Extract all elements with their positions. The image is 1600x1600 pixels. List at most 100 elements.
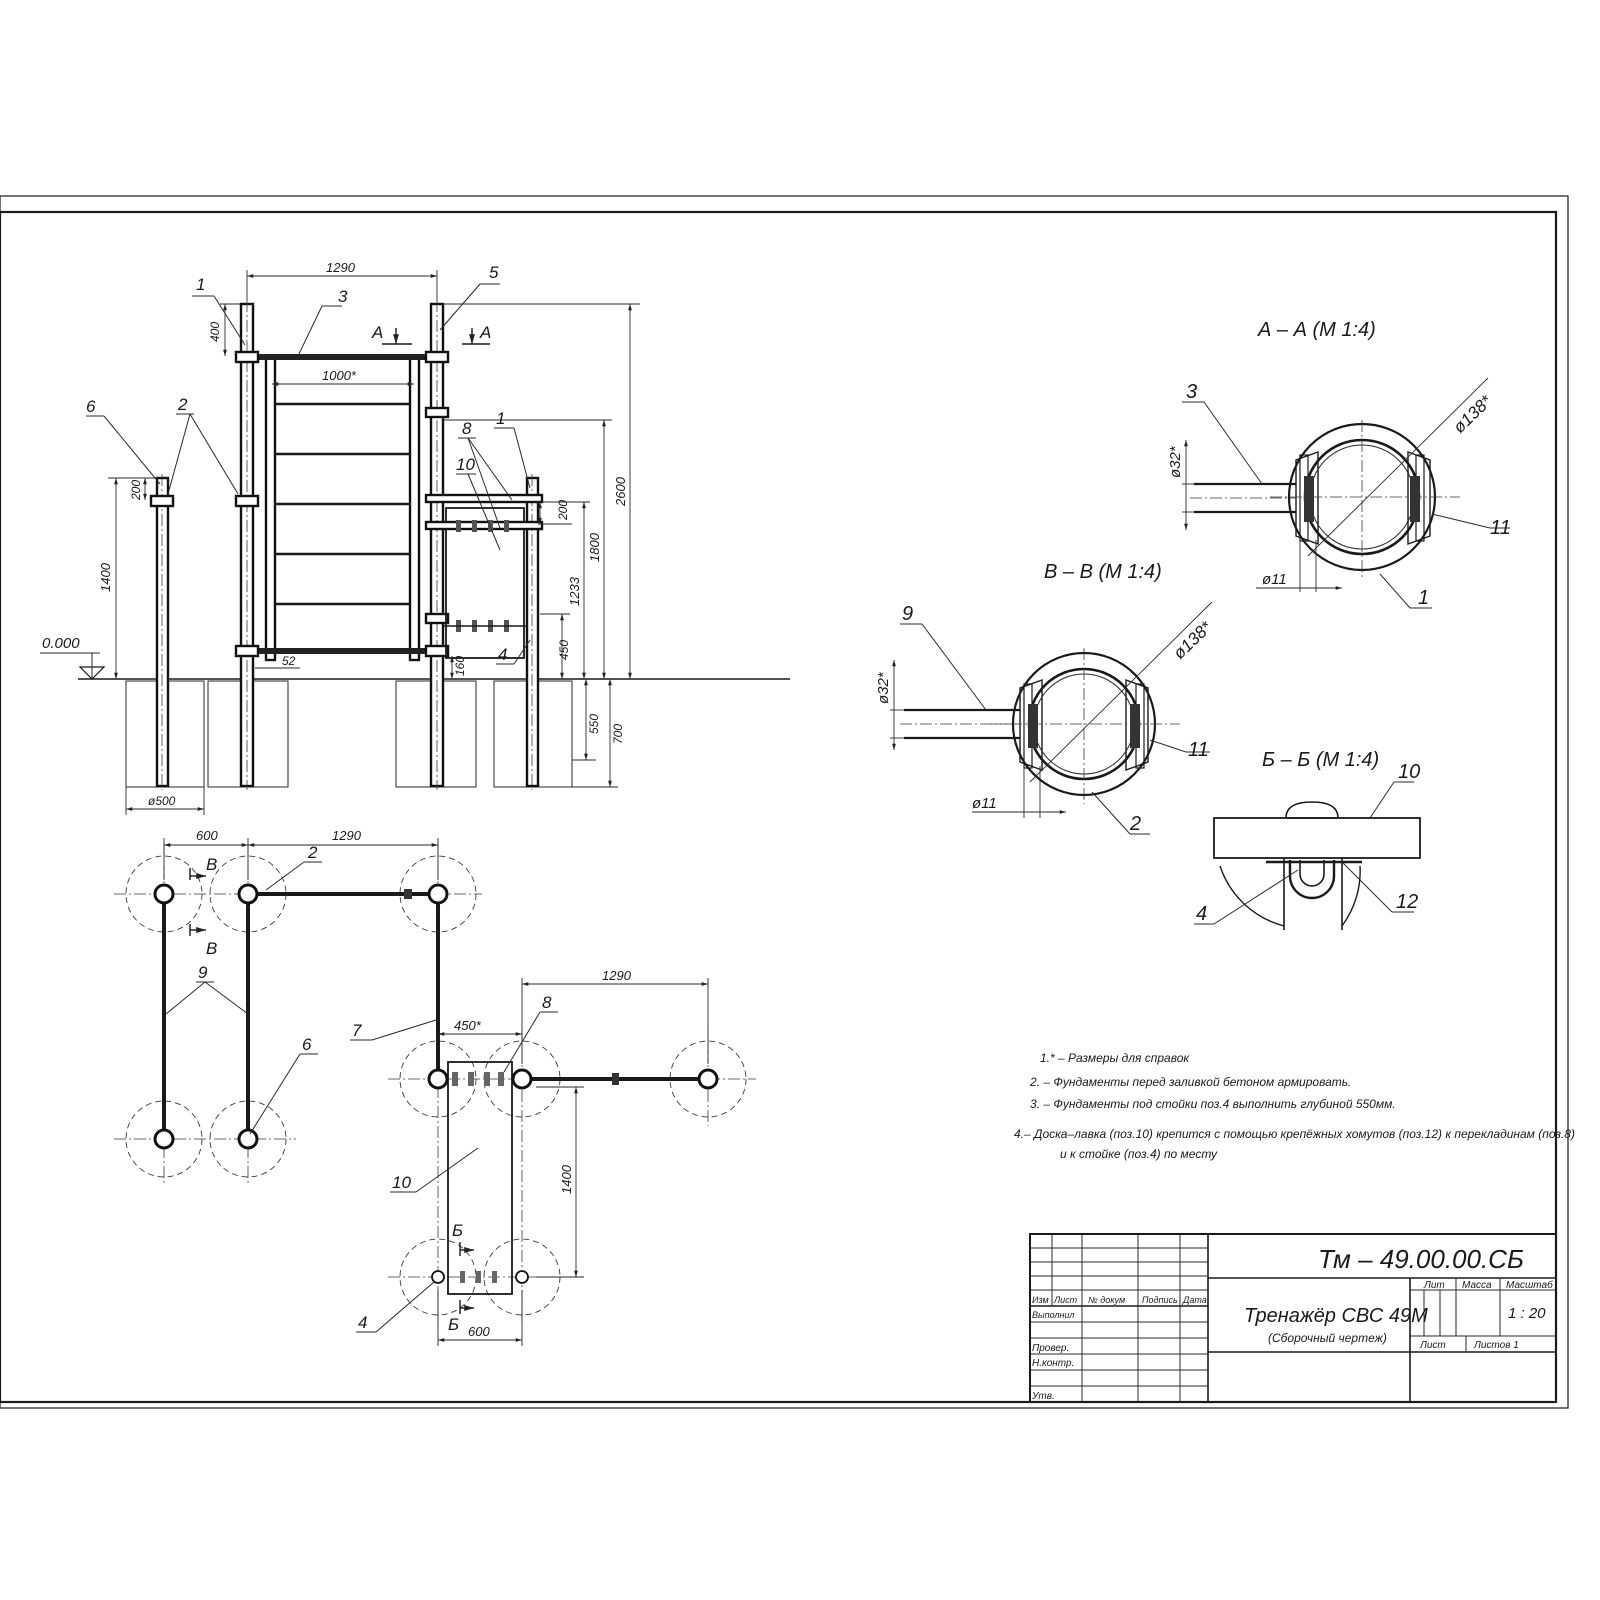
section-bb: Б – Б (М 1:4) 10 4 12 — [1194, 749, 1421, 930]
section-vv: В – В (М 1:4) ø138* ø32* ø11 9 11 2 — [875, 561, 1216, 835]
callout-10: 10 — [456, 455, 475, 474]
tb-row-check: Провер. — [1032, 1343, 1069, 1354]
callout-3: 3 — [338, 287, 348, 306]
aa-callout-11: 11 — [1490, 517, 1511, 539]
plan-callout-8: 8 — [542, 993, 552, 1012]
dim-200: 200 — [129, 480, 143, 501]
ladder-rail-left — [264, 356, 277, 662]
vv-dim-138: ø138* — [1170, 617, 1217, 663]
plan-bench-board — [447, 1061, 513, 1295]
callout-4: 4 — [498, 645, 507, 664]
plan-callout-9: 9 — [198, 963, 208, 982]
section-aa-title: А – А (М 1:4) — [1257, 319, 1376, 341]
dim-700: 700 — [611, 724, 625, 744]
tb-col-izm: Изм — [1032, 1295, 1049, 1305]
vv-callout-9: 9 — [902, 603, 913, 625]
section-vv-title: В – В (М 1:4) — [1044, 561, 1162, 583]
dim-450: 450 — [557, 640, 571, 660]
plan-callout-10: 10 — [392, 1173, 411, 1192]
top-bar-3 — [239, 354, 449, 360]
tb-scale-label: Масштаб — [1506, 1279, 1553, 1291]
tb-sheets: Листов 1 — [1473, 1340, 1519, 1351]
dim-1233: 1233 — [567, 576, 582, 606]
callout-2: 2 — [177, 395, 188, 414]
tb-row-done: Выполнил — [1032, 1310, 1075, 1320]
aa-dim-138: ø138* — [1450, 391, 1497, 437]
callout-1: 1 — [196, 275, 205, 294]
section-mark-b: Б — [448, 1315, 459, 1334]
dim-inner-span: 1000* — [322, 368, 357, 383]
bottom-bar — [239, 648, 449, 654]
inner-frame — [0, 210, 1558, 1404]
note-4: 4.– Доска–лавка (поз.10) крепится с помо… — [1014, 1127, 1575, 1141]
bb-callout-12: 12 — [1396, 891, 1418, 913]
tb-row-norm: Н.контр. — [1032, 1358, 1074, 1369]
note-3: 3. – Фундаменты под стойки поз.4 выполни… — [1030, 1097, 1396, 1111]
notes: 1.* – Размеры для справок 2. – Фундамент… — [1014, 1051, 1575, 1161]
tb-mass: Масса — [1462, 1280, 1492, 1291]
note-1: 1.* – Размеры для справок — [1040, 1051, 1190, 1065]
note-4-cont: и к стойке (поз.4) по месту — [1060, 1147, 1218, 1161]
plan-view: 600 1290 1290 450* 1400 600 В В Б Б 2 — [114, 828, 756, 1346]
tb-scale-value: 1 : 20 — [1508, 1305, 1546, 1322]
section-mark-v: В — [206, 855, 217, 874]
tb-col-sign: Подпись — [1142, 1295, 1178, 1305]
section-mark-a: А — [371, 323, 383, 342]
section-bb-title: Б – Б (М 1:4) — [1262, 749, 1379, 771]
aa-callout-3: 3 — [1186, 381, 1197, 403]
dim-400: 400 — [208, 322, 222, 342]
plan-callout-6: 6 — [302, 1035, 312, 1054]
ladder-rail-right — [408, 356, 421, 662]
section-aa: А – А (М 1:4) ø138* ø32* ø11 3 11 1 — [1167, 319, 1511, 609]
callout-6: 6 — [86, 397, 96, 416]
title-block: Изм Лист № докум Подпись Дата Выполнил П… — [1029, 1233, 1557, 1403]
dim-200b: 200 — [556, 500, 570, 521]
vv-dim-11: ø11 — [972, 795, 997, 812]
plan-callout-7: 7 — [352, 1021, 362, 1040]
plan-dim-1400: 1400 — [559, 1164, 574, 1194]
elevation-view: 0.000 — [40, 260, 790, 815]
post-6 — [155, 476, 170, 788]
plan-dim-450: 450* — [454, 1018, 482, 1033]
tb-col-list: Лист — [1053, 1295, 1078, 1305]
section-mark-v: В — [206, 939, 217, 958]
crossbar-8-upper — [424, 493, 544, 504]
plan-dim-600b: 600 — [468, 1324, 490, 1339]
tb-lit: Лит — [1423, 1280, 1445, 1291]
dim-1800: 1800 — [587, 532, 602, 562]
post-1-right — [525, 476, 540, 788]
drawing-title: Тренажёр СВС 49М — [1244, 1305, 1428, 1327]
crossbar-8-lower — [424, 520, 544, 531]
doc-code: Тм – 49.00.00.СБ — [1318, 1244, 1524, 1274]
callout-8: 8 — [462, 419, 472, 438]
outer-frame — [0, 195, 1569, 1409]
section-mark-a: А — [479, 323, 491, 342]
dim-1400: 1400 — [98, 562, 113, 592]
bb-callout-10: 10 — [1398, 761, 1420, 783]
dim-top-span: 1290 — [326, 260, 356, 275]
tb-sheet: Лист — [1419, 1340, 1446, 1351]
plan-callout-2: 2 — [307, 843, 318, 862]
callout-1b: 1 — [496, 409, 505, 428]
plan-dim-1290b: 1290 — [602, 968, 632, 983]
aa-dim-11: ø11 — [1262, 571, 1287, 588]
vv-dim-32: ø32* — [875, 671, 892, 704]
plan-dim-1290: 1290 — [332, 828, 362, 843]
dim-2600: 2600 — [613, 476, 628, 507]
dim-52: 52 — [282, 654, 296, 668]
vv-callout-2: 2 — [1129, 813, 1141, 835]
tb-row-approve: Утв. — [1031, 1391, 1055, 1402]
plan-callout-4: 4 — [358, 1313, 367, 1332]
aa-callout-1: 1 — [1418, 587, 1429, 609]
level-label: 0.000 — [42, 635, 80, 652]
note-2: 2. – Фундаменты перед заливкой бетоном а… — [1029, 1075, 1351, 1089]
plan-dim-600: 600 — [196, 828, 218, 843]
vv-callout-11: 11 — [1188, 739, 1209, 761]
dim-500: ø500 — [148, 794, 176, 808]
bench-board-10 — [445, 507, 525, 659]
section-mark-b: Б — [452, 1221, 463, 1240]
dim-160: 160 — [453, 656, 467, 676]
aa-dim-32: ø32* — [1167, 445, 1184, 478]
dim-550: 550 — [587, 714, 601, 734]
